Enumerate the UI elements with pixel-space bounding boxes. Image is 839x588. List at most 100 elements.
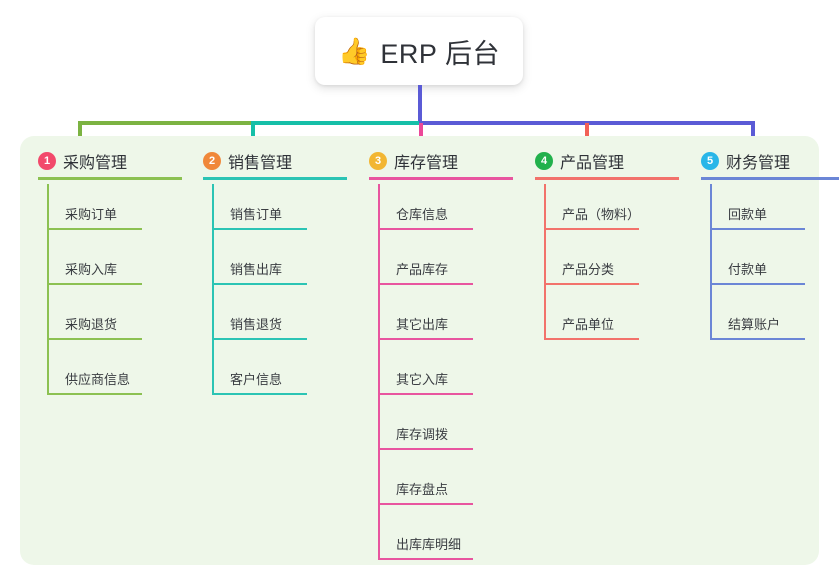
- module-item-underline: [212, 338, 307, 340]
- module-item-label: 回款单: [728, 207, 768, 222]
- module-number-badge: 3: [369, 152, 387, 170]
- module-header-采购管理[interactable]: 1 采购管理: [38, 136, 204, 178]
- module-item-underline: [544, 283, 639, 285]
- module-item[interactable]: 产品单位: [535, 294, 701, 349]
- module-title: 产品管理: [560, 155, 625, 172]
- module-item-label: 销售出库: [230, 262, 283, 277]
- module-item-label: 结算账户: [728, 317, 781, 332]
- module-item-underline: [378, 338, 473, 340]
- module-item[interactable]: 产品（物料）: [535, 184, 701, 239]
- module-item[interactable]: 采购入库: [38, 239, 204, 294]
- module-header-销售管理[interactable]: 2 销售管理: [203, 136, 369, 178]
- module-number-badge: 5: [701, 152, 719, 170]
- module-item-list: 仓库信息产品库存其它出库其它入库库存调拨库存盘点出库库明细: [369, 184, 535, 569]
- module-item[interactable]: 仓库信息: [369, 184, 535, 239]
- module-item[interactable]: 采购退货: [38, 294, 204, 349]
- module-item-underline: [47, 228, 142, 230]
- module-item-underline: [378, 558, 473, 560]
- module-item[interactable]: 客户信息: [203, 349, 369, 404]
- module-item-underline: [212, 283, 307, 285]
- module-item-underline: [378, 503, 473, 505]
- module-column-销售管理: 2 销售管理销售订单销售出库销售退货客户信息: [203, 136, 369, 404]
- module-item-label: 出库库明细: [396, 537, 462, 552]
- module-spine: [47, 184, 49, 393]
- module-item-underline: [544, 228, 639, 230]
- module-item-label: 库存调拨: [396, 427, 449, 442]
- modules-panel: [20, 136, 819, 565]
- module-header-库存管理[interactable]: 3 库存管理: [369, 136, 535, 178]
- module-number-badge: 4: [535, 152, 553, 170]
- module-title: 销售管理: [228, 155, 293, 172]
- module-item[interactable]: 销售退货: [203, 294, 369, 349]
- module-item-underline: [378, 393, 473, 395]
- module-item-label: 产品（物料）: [562, 207, 641, 222]
- module-number-badge: 1: [38, 152, 56, 170]
- module-item-list: 回款单付款单结算账户: [701, 184, 839, 349]
- module-item[interactable]: 产品库存: [369, 239, 535, 294]
- module-item[interactable]: 其它出库: [369, 294, 535, 349]
- connector-segment-teal: [251, 121, 421, 125]
- module-item-underline: [378, 283, 473, 285]
- module-item-label: 库存盘点: [396, 482, 449, 497]
- module-column-库存管理: 3 库存管理仓库信息产品库存其它出库其它入库库存调拨库存盘点出库库明细: [369, 136, 535, 569]
- module-item-label: 产品单位: [562, 317, 615, 332]
- module-item-label: 销售退货: [230, 317, 283, 332]
- module-item-underline: [47, 283, 142, 285]
- module-title: 财务管理: [726, 155, 791, 172]
- module-item[interactable]: 产品分类: [535, 239, 701, 294]
- module-item-label: 销售订单: [230, 207, 283, 222]
- module-item-underline: [378, 448, 473, 450]
- module-item-label: 客户信息: [230, 372, 283, 387]
- module-header-underline: [38, 177, 182, 180]
- module-item-label: 仓库信息: [396, 207, 449, 222]
- module-item-underline: [47, 338, 142, 340]
- module-number-badge: 2: [203, 152, 221, 170]
- module-columns: 1 采购管理采购订单采购入库采购退货供应商信息 2 销售管理销售订单销售出库销售退货客…: [20, 136, 839, 565]
- module-item-label: 产品分类: [562, 262, 615, 277]
- module-item[interactable]: 回款单: [701, 184, 839, 239]
- module-item-list: 产品（物料） 产品分类产品单位: [535, 184, 701, 349]
- module-column-财务管理: 5 财务管理回款单付款单结算账户: [701, 136, 839, 349]
- module-item[interactable]: 销售出库: [203, 239, 369, 294]
- module-column-产品管理: 4 产品管理产品（物料） 产品分类产品单位: [535, 136, 701, 349]
- module-item-label: 其它入库: [396, 372, 449, 387]
- module-item[interactable]: 付款单: [701, 239, 839, 294]
- module-item[interactable]: 其它入库: [369, 349, 535, 404]
- module-item-label: 产品库存: [396, 262, 449, 277]
- module-item[interactable]: 库存调拨: [369, 404, 535, 459]
- module-item-underline: [710, 228, 805, 230]
- module-item-underline: [47, 393, 142, 395]
- module-header-underline: [701, 177, 839, 180]
- module-spine: [710, 184, 712, 338]
- module-item[interactable]: 出库库明细: [369, 514, 535, 569]
- root-node-card[interactable]: 👍 ERP 后台: [315, 17, 523, 85]
- module-item-underline: [710, 283, 805, 285]
- module-header-产品管理[interactable]: 4 产品管理: [535, 136, 701, 178]
- thumbs-up-icon: 👍: [338, 36, 371, 66]
- module-item[interactable]: 结算账户: [701, 294, 839, 349]
- module-header-underline: [535, 177, 679, 180]
- module-item[interactable]: 销售订单: [203, 184, 369, 239]
- module-item-list: 销售订单销售出库销售退货客户信息: [203, 184, 369, 404]
- module-item-label: 采购退货: [65, 317, 118, 332]
- module-spine: [544, 184, 546, 338]
- module-item-list: 采购订单采购入库采购退货供应商信息: [38, 184, 204, 404]
- module-title: 库存管理: [394, 155, 459, 172]
- module-item-label: 采购订单: [65, 207, 118, 222]
- module-item[interactable]: 库存盘点: [369, 459, 535, 514]
- module-item[interactable]: 采购订单: [38, 184, 204, 239]
- root-vertical-connector: [418, 85, 422, 125]
- module-header-财务管理[interactable]: 5 财务管理: [701, 136, 839, 178]
- module-item-label: 采购入库: [65, 262, 118, 277]
- module-spine: [378, 184, 380, 558]
- module-header-underline: [203, 177, 347, 180]
- module-item-underline: [212, 228, 307, 230]
- module-item[interactable]: 供应商信息: [38, 349, 204, 404]
- module-header-underline: [369, 177, 513, 180]
- module-title: 采购管理: [63, 155, 128, 172]
- module-item-underline: [212, 393, 307, 395]
- module-spine: [212, 184, 214, 393]
- module-item-underline: [378, 228, 473, 230]
- module-item-underline: [544, 338, 639, 340]
